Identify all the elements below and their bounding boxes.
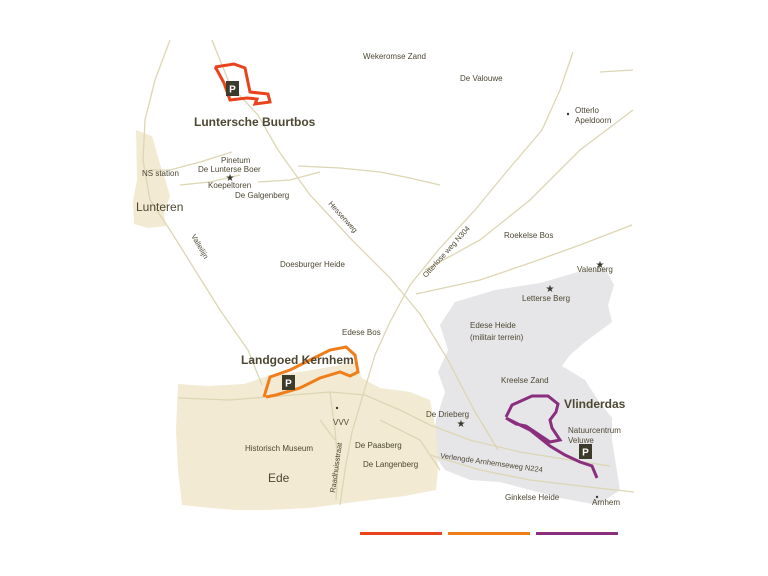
- label-arnhem: Arnhem: [592, 498, 620, 507]
- svg-text:P: P: [582, 448, 589, 459]
- label-militair-terrein: (militair terrein): [470, 333, 524, 342]
- label-pinetum: Pinetum: [221, 156, 251, 165]
- label-doesburger-heide: Doesburger Heide: [280, 260, 345, 269]
- valenberg-star-icon: ★: [596, 260, 605, 271]
- label-de-paasberg: De Paasberg: [355, 441, 402, 450]
- label-otterlo: Otterlo: [575, 106, 600, 115]
- arnhem-dot: [595, 495, 599, 499]
- label-roekelse-bos: Roekelse Bos: [504, 231, 553, 240]
- letterse-berg-star-icon: ★: [546, 284, 555, 295]
- otterlo-dot: [566, 112, 570, 116]
- label-ns-station: NS station: [142, 169, 179, 178]
- parking-marker-kernhem: P: [282, 375, 295, 390]
- legend-bar-kernhem: [448, 532, 530, 535]
- route-title-landgoed-kernhem: Landgoed Kernhem: [241, 353, 354, 367]
- label-letterse-berg: Letterse Berg: [522, 294, 570, 303]
- road-network: [142, 39, 635, 506]
- label-ginkelse-heide: Ginkelse Heide: [505, 493, 560, 502]
- label-natuurcentrum: Natuurcentrum: [568, 426, 621, 435]
- label-de-drieberg: De Drieberg: [426, 410, 469, 419]
- route-vlinderdas[interactable]: [504, 394, 599, 479]
- label-hessenweg: Hessenweg: [327, 199, 360, 234]
- label-vvv: VVV: [333, 418, 350, 427]
- svg-text:P: P: [229, 85, 236, 96]
- lunteren-built-up-area: [133, 130, 170, 228]
- de-drieberg-star-icon: ★: [457, 419, 466, 430]
- label-valenberg: Valenberg: [577, 265, 613, 274]
- koepeltoren-star-icon: ★: [226, 173, 235, 184]
- label-koepeltoren: Koepeltoren: [208, 181, 251, 190]
- label-veluwe: Veluwe: [568, 436, 594, 445]
- label-edese-bos: Edese Bos: [342, 328, 381, 337]
- route-luntersche-buurtbos[interactable]: [213, 62, 272, 106]
- label-historisch-museum: Historisch Museum: [245, 444, 313, 453]
- label-edese-heide: Edese Heide: [470, 321, 516, 330]
- parking-marker-luntersche: P: [226, 81, 239, 96]
- parking-marker-vlinderdas: P: [579, 444, 592, 459]
- route-title-vlinderdas: Vlinderdas: [564, 397, 626, 411]
- label-lunteren: Lunteren: [136, 200, 183, 214]
- edese-heide-military-area: [432, 268, 620, 505]
- legend-bar-vlinderdas: [536, 532, 618, 535]
- label-ede: Ede: [268, 471, 290, 485]
- svg-text:P: P: [285, 379, 292, 390]
- route-title-luntersche-buurtbos: Luntersche Buurtbos: [194, 115, 316, 129]
- label-de-lunterse-boer: De Lunterse Boer: [198, 165, 261, 174]
- label-wekeromse-zand: Wekeromse Zand: [363, 52, 426, 61]
- vvv-dot: [335, 406, 339, 410]
- label-kreelse-zand: Kreelse Zand: [501, 376, 549, 385]
- route-landgoed-kernhem[interactable]: [262, 345, 360, 399]
- legend-bar-luntersche: [360, 532, 442, 535]
- label-otterlose-weg: Otterlose weg N304: [421, 224, 472, 279]
- label-valleilijn: Valleilijn: [189, 233, 210, 261]
- label-de-galgenberg: De Galgenberg: [235, 191, 289, 200]
- label-apeldoorn: Apeldoorn: [575, 116, 611, 125]
- label-de-langenberg: De Langenberg: [363, 460, 418, 469]
- label-de-valouwe: De Valouwe: [460, 74, 503, 83]
